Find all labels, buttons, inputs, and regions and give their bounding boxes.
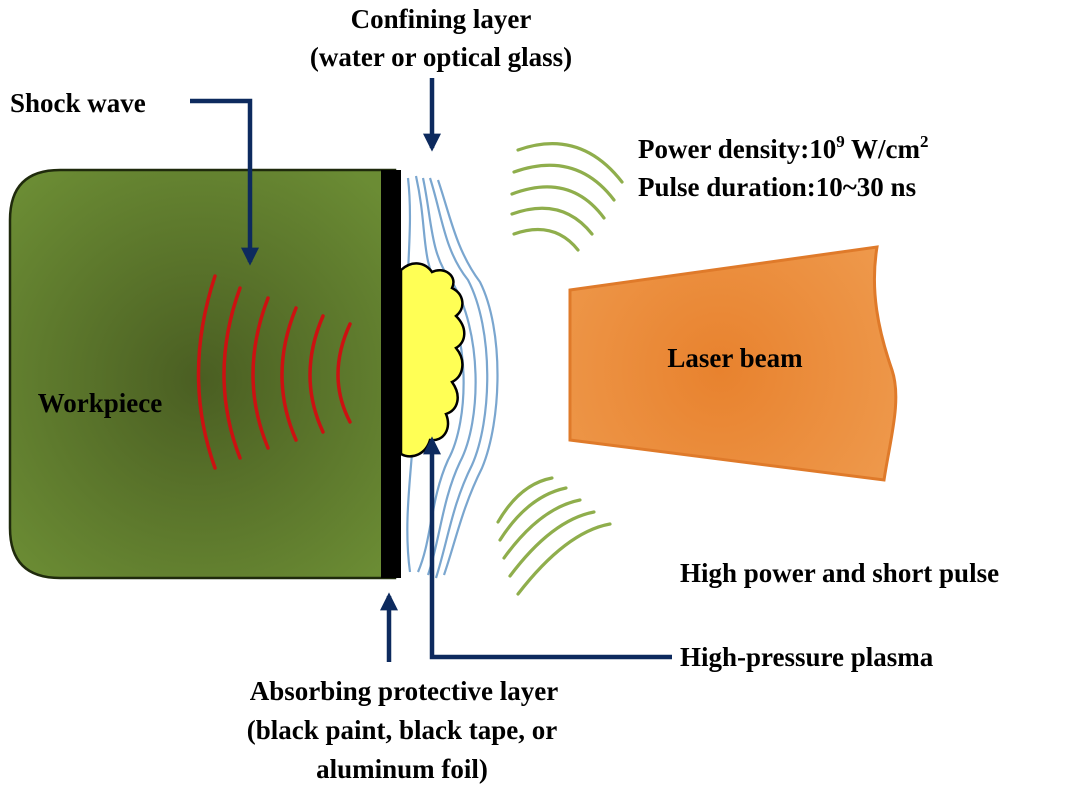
power-density-exponent: 9 [836,132,845,151]
laser-beam-label: Laser beam [667,343,803,373]
confining-layer-label-line1: Confining layer [351,4,532,34]
absorbing-layer-label-line1: Absorbing protective layer [250,676,558,706]
power-density-unit: W/cm [845,134,921,164]
workpiece-label: Workpiece [38,388,162,418]
workpiece-block [8,168,397,580]
high-power-label: High power and short pulse [680,558,999,588]
arrows [190,78,672,662]
power-density-label: Power density:109 W/cm2 [638,132,928,164]
power-density-prefix: Power density:10 [638,134,836,164]
plasma-label: High-pressure plasma [680,642,934,672]
pulse-duration-label: Pulse duration:10~30 ns [638,172,916,202]
confining-layer-label-line2: (water or optical glass) [310,42,572,72]
plasma-blob [399,262,466,458]
shock-wave-label: Shock wave [10,88,146,118]
shock-wave-arc [280,306,298,442]
emission-arcs-upper [510,142,624,252]
shock-wave-arc [222,286,242,460]
shock-wave-arc [251,296,270,450]
shock-wave-arrow [190,98,259,266]
laser-beam [568,245,898,482]
power-density-unit-exponent: 2 [920,132,929,151]
emission-arcs-lower [496,476,612,596]
shock-waves [196,274,352,470]
shock-wave-arc [196,274,217,470]
shock-wave-arc [336,322,352,424]
plasma-arrow [423,436,672,660]
shock-wave-arc [308,314,325,434]
absorbing-layer-label-line3: aluminum foil) [316,754,488,784]
absorbing-layer [381,170,401,578]
absorbing-layer-label-line2: (black paint, black tape, or [247,715,558,745]
